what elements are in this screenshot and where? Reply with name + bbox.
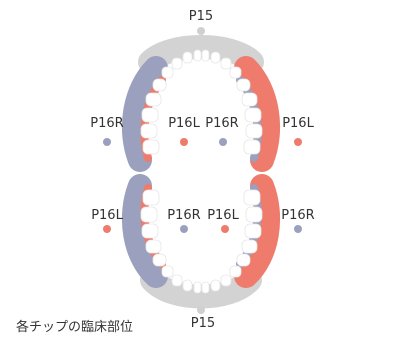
lower-teeth <box>140 189 263 294</box>
label-lower-right-inner: P16L <box>207 208 239 223</box>
dot-upper-top <box>197 27 205 35</box>
upper-left-band <box>121 56 168 172</box>
lower-arch <box>121 174 281 309</box>
label-lower-left-outer: P16L <box>91 208 123 223</box>
dot-lower-left-outer <box>103 225 111 233</box>
label-lower-bottom: P15 <box>191 316 215 331</box>
lower-right-band <box>234 174 281 288</box>
dot-upper-left-inner <box>180 138 188 146</box>
lower-left-band <box>121 174 168 288</box>
dot-lower-left-inner <box>180 225 188 233</box>
label-lower-left-inner: P16R <box>167 208 200 223</box>
dot-lower-bottom <box>197 306 205 314</box>
label-upper-left-inner: P16L <box>168 116 200 131</box>
label-upper-left-outer: P16R <box>90 116 123 131</box>
upper-arch <box>121 35 281 172</box>
dot-upper-right-outer <box>294 138 302 146</box>
dot-lower-right-outer <box>294 225 302 233</box>
label-upper-top: P15 <box>189 9 213 24</box>
dot-upper-left-outer <box>103 138 111 146</box>
dot-upper-right-inner <box>219 138 227 146</box>
label-upper-right-inner: P16R <box>205 116 238 131</box>
dot-lower-right-inner <box>221 225 229 233</box>
upper-right-band <box>234 56 281 172</box>
upper-teeth <box>140 49 263 155</box>
diagram-caption: 各チップの臨床部位 <box>16 320 134 335</box>
label-lower-right-outer: P16R <box>281 208 314 223</box>
label-upper-right-outer: P16L <box>282 116 314 131</box>
